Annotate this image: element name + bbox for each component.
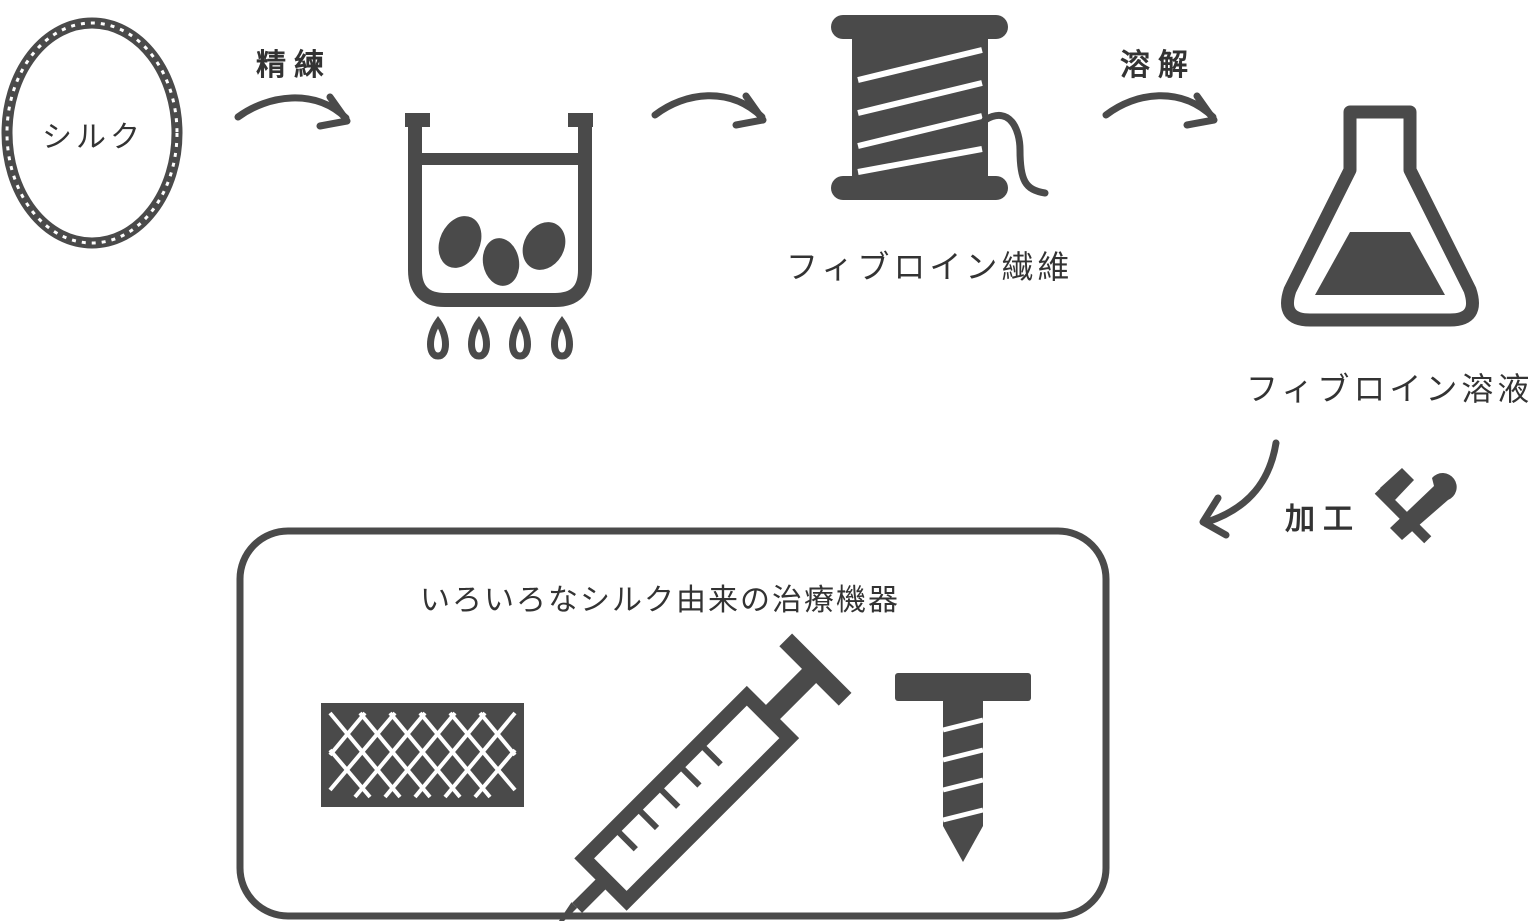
boiling-pot-icon [405, 113, 593, 360]
degumming-label: 精練 [256, 48, 332, 83]
hammer-wrench-icon [1374, 468, 1457, 544]
arrow-process [1199, 439, 1280, 539]
mesh-sheet-icon [321, 703, 524, 807]
process-label: 加工 [1285, 502, 1361, 537]
fibroin-solution-label: フィブロイン溶液 [1246, 370, 1534, 408]
arrow-dissolve [1102, 92, 1218, 129]
arrow-to-fiber [651, 92, 767, 129]
devices-box [236, 527, 1110, 920]
silk-label: シルク [42, 120, 144, 155]
erlenmeyer-flask-icon [1281, 105, 1479, 327]
dissolve-label: 溶解 [1120, 48, 1196, 83]
devices-box-title: いろいろなシルク由来の治療機器 [420, 583, 900, 618]
syringe-icon [548, 633, 852, 921]
silk-node [1, 17, 183, 249]
arrow-degumming [234, 93, 351, 130]
fibroin-fiber-label: フィブロイン繊維 [786, 248, 1074, 286]
thread-spool-icon [831, 15, 1049, 200]
screw-icon [895, 673, 1031, 862]
